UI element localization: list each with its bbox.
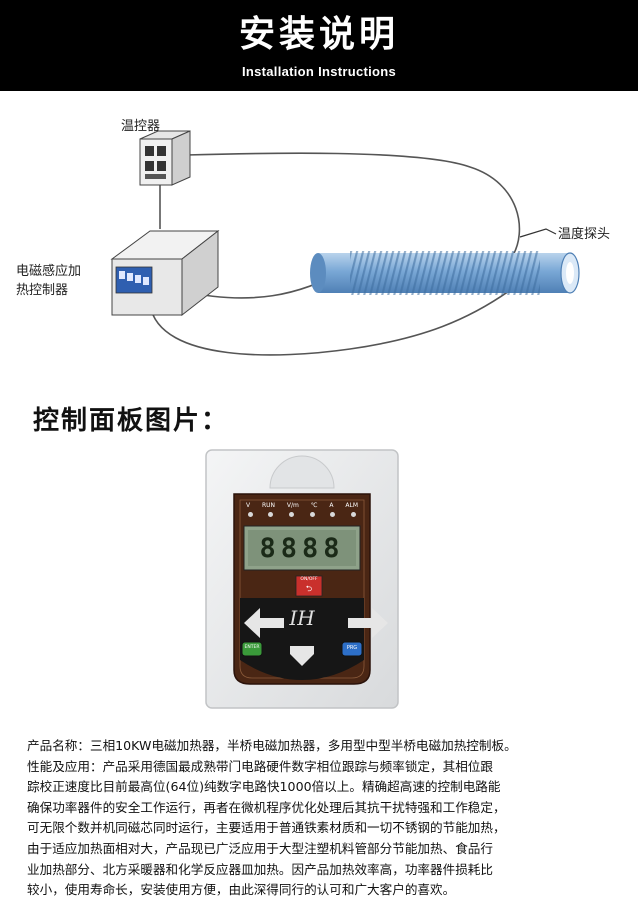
page-title: 安装说明: [238, 14, 399, 55]
seven-segment-display: 8888: [259, 532, 345, 564]
led-icon: [330, 512, 336, 517]
description-line: 业加热部分、北方采暖器和化学反应器皿加热。因产品加热效率高，功率器件损耗比: [27, 861, 493, 877]
led-icon: [351, 512, 357, 517]
enter-button[interactable]: ENTER: [244, 645, 260, 650]
probe-label-leader: [519, 228, 557, 238]
indicator-leds: [240, 512, 364, 520]
right-arrow-button[interactable]: [326, 608, 360, 640]
led-icon: [247, 512, 253, 517]
heater-controller-label-line1: 电磁感应加: [16, 264, 82, 279]
description-line: 可无限个数并机同磁芯同时运行，主要适用于普通铁素材质和一切不锈钢的节能加热，: [27, 820, 506, 836]
indicator-labels: V RUN V/m ℃ A ALM: [240, 502, 364, 516]
product-description: 产品名称：三相10KW电磁加热器，半桥电磁加热器，多用型中型半桥电磁加热控制板。…: [27, 736, 627, 901]
prg-button[interactable]: PRG: [346, 645, 358, 651]
heater-controller-device: [110, 229, 220, 317]
heater-coil-wire: [149, 282, 521, 356]
led-icon: [268, 512, 274, 517]
indicator-run: RUN: [261, 502, 275, 509]
description-line: 踪校正速度比目前最高位(64位)纯数字电路快1000倍以上。精确超高速的控制电路…: [27, 779, 501, 795]
pipe-with-coil: [310, 251, 580, 295]
indicator-alm: ALM: [345, 502, 359, 509]
panel-section-title: 控制面板图片：: [33, 406, 230, 436]
thermostat-device: [139, 130, 191, 186]
header-banner: 安装说明 Installation Instructions: [0, 0, 638, 91]
indicator-temp: ℃: [310, 502, 318, 509]
return-icon: ⮌: [305, 584, 313, 593]
page-subtitle: Installation Instructions: [241, 64, 397, 79]
onoff-button[interactable]: ON/OFF: [300, 577, 318, 582]
control-panel-drawing: [205, 449, 399, 709]
control-panel-photo: V RUN V/m ℃ A ALM 8888 ON/OFF ⮌ IH ENTER…: [204, 448, 400, 710]
thermostat-probe-wire: [185, 152, 521, 258]
indicator-a: A: [329, 502, 334, 509]
description-line: 产品名称：三相10KW电磁加热器，半桥电磁加热器，多用型中型半桥电磁加热控制板。: [27, 738, 517, 753]
description-line: 较小，使用寿命长，安装使用方便，由此深得同行的认可和广大客户的喜欢。: [27, 882, 456, 898]
indicator-vm: V/m: [286, 502, 299, 509]
installation-diagram: 温控器 电磁感应加 热控制器 温度探头: [0, 91, 638, 391]
probe-label: 温度探头: [558, 227, 611, 242]
down-arrow-button[interactable]: [290, 644, 314, 668]
description-line: 性能及应用：产品采用德国最成熟带门电路硬件数字相位跟踪与频率锁定，其相位跟: [27, 758, 493, 774]
ih-logo: IH: [289, 606, 315, 630]
indicator-v: V: [245, 502, 251, 509]
led-icon: [289, 512, 295, 517]
description-line: 由于适应加热面相对大，产品现已广泛应用于大型注塑机料管部分节能加热、食品行: [27, 840, 493, 856]
description-line: 确保功率器件的安全工作运行，再者在微机程序优化处理后其抗干扰特强和工作稳定，: [27, 799, 506, 815]
heater-controller-label-line2: 热控制器: [16, 283, 69, 298]
installation-diagram-drawing: [110, 130, 580, 356]
left-arrow-button[interactable]: [244, 608, 278, 640]
thermostat-label: 温控器: [121, 119, 161, 134]
led-icon: [309, 512, 315, 517]
